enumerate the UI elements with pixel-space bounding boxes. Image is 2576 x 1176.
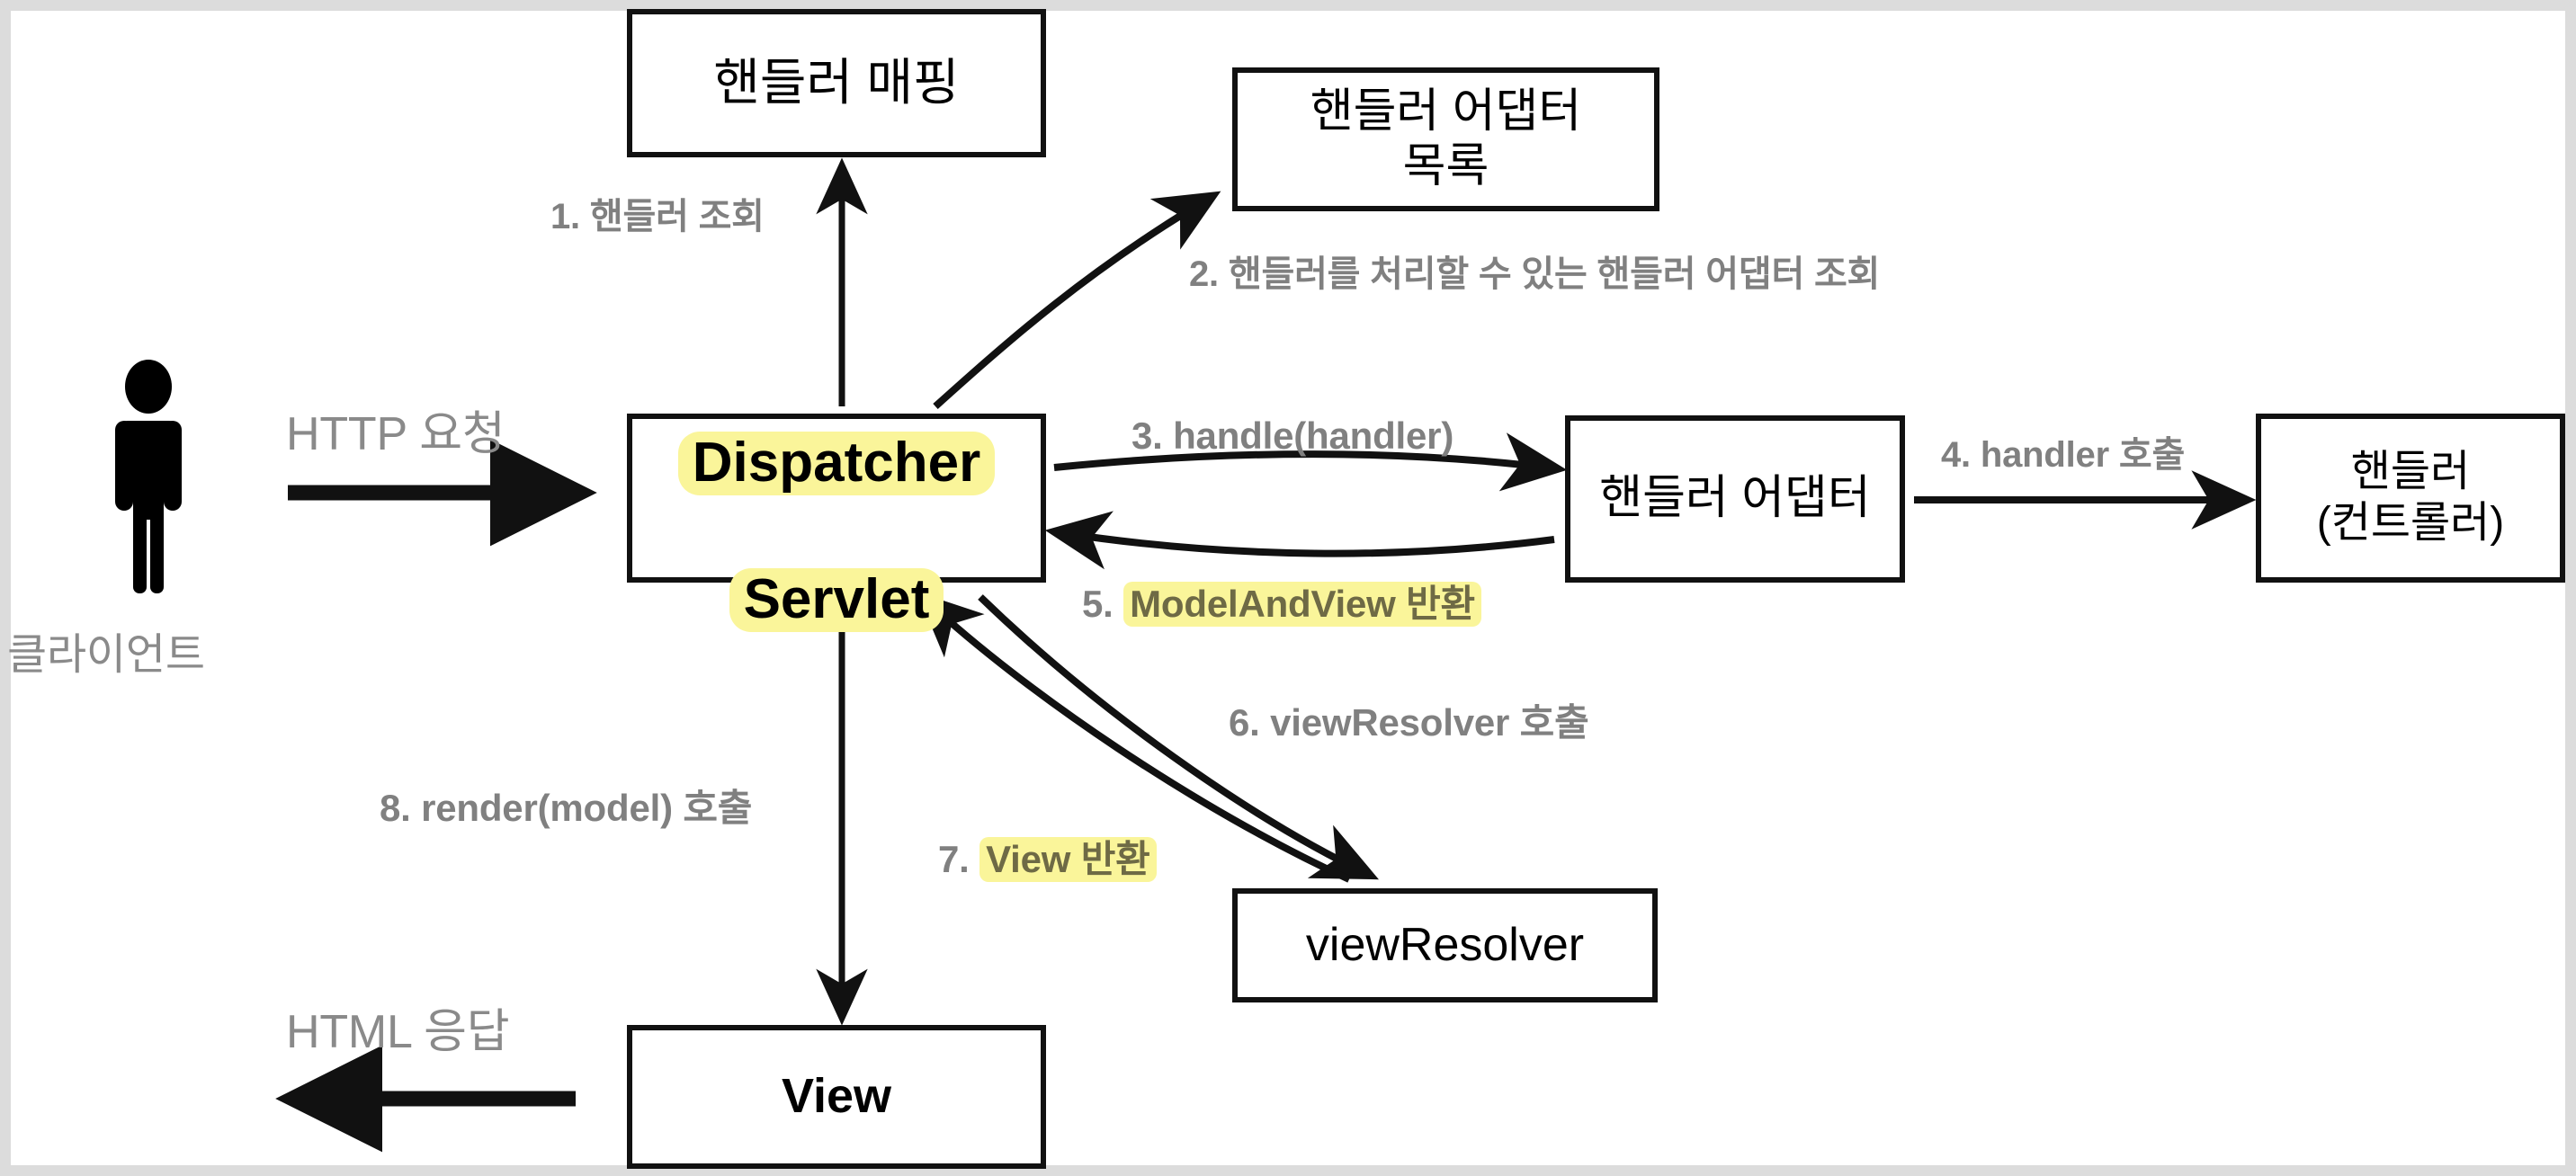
- label-step-6: 6. viewResolver 호출: [1229, 701, 1589, 744]
- node-dispatcher-servlet-label: Dispatcher Servlet: [671, 364, 1002, 633]
- arrow-step6: [978, 594, 1379, 880]
- arrow-step3: [1053, 432, 1568, 492]
- node-dispatcher-servlet[interactable]: Dispatcher Servlet: [627, 414, 1046, 633]
- node-view-resolver-label: viewResolver: [1305, 918, 1585, 971]
- person-icon: [115, 360, 182, 593]
- label-step-1: 1. 핸들러 조회: [550, 197, 765, 236]
- node-view-resolver[interactable]: viewResolver: [1232, 888, 1658, 1002]
- node-view[interactable]: View: [627, 1025, 1046, 1169]
- node-handler-controller[interactable]: 핸들러 (컨트롤러): [2256, 414, 2565, 583]
- label-step-7-highlight: View 반환: [979, 837, 1157, 882]
- node-handler-adapter-list[interactable]: 핸들러 어댑터 목록: [1232, 67, 1659, 211]
- label-step-4: 4. handler 호출: [1941, 435, 2186, 475]
- label-step-5-number: 5.: [1082, 583, 1114, 625]
- arrow-step5: [1044, 511, 1555, 570]
- node-handler-adapter-list-label: 핸들러 어댑터 목록: [1310, 85, 1582, 192]
- label-step-7-number: 7.: [938, 838, 970, 880]
- node-handler-adapter-label: 핸들러 어댑터: [1599, 472, 1871, 525]
- label-step-5-highlight: ModelAndView 반환: [1123, 582, 1481, 627]
- arrow-step2: [933, 191, 1221, 409]
- node-handler-mapping-label: 핸들러 매핑: [713, 54, 960, 111]
- node-view-label: View: [781, 1069, 892, 1124]
- label-step-3: 3. handle(handler): [1131, 414, 1454, 457]
- dispatcher-line1: Dispatcher: [677, 431, 996, 495]
- label-client: 클라이언트: [7, 631, 205, 679]
- label-step-2: 2. 핸들러를 처리할 수 있는 핸들러 어댑터 조회: [1189, 254, 1881, 294]
- label-step-5: 5. ModelAndView 반환: [1082, 574, 1481, 628]
- node-handler-mapping[interactable]: 핸들러 매핑: [627, 9, 1046, 157]
- frame-border-top: [0, 0, 2576, 11]
- frame-border-right: [2565, 0, 2576, 1176]
- node-handler-controller-label: 핸들러 (컨트롤러): [2316, 448, 2505, 547]
- frame-border-left: [0, 0, 11, 1176]
- node-handler-adapter[interactable]: 핸들러 어댑터: [1565, 415, 1905, 583]
- label-html-response: HTML 응답: [286, 1006, 510, 1058]
- label-step-7: 7. View 반환: [938, 829, 1157, 884]
- label-http-request: HTTP 요청: [286, 408, 505, 460]
- arrow-step7: [917, 592, 1351, 883]
- dispatcher-line2: Servlet: [729, 568, 944, 633]
- label-step-8: 8. render(model) 호출: [380, 787, 753, 829]
